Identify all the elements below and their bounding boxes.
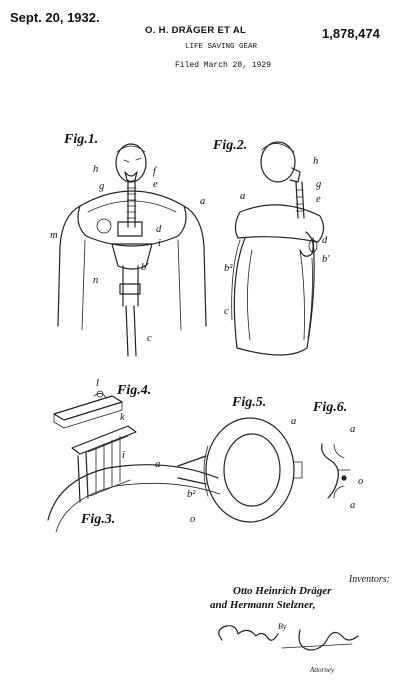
- fig1-drawing: [57, 143, 207, 357]
- fig1-ref: b': [141, 262, 149, 273]
- fig1-label: Fig.1.: [64, 132, 99, 147]
- fig5-ref: b²: [187, 489, 196, 500]
- fig2-ref: h: [313, 156, 319, 167]
- fig6-ref: a: [350, 424, 356, 435]
- fig1-ref: g: [99, 181, 105, 192]
- attorney-signature: [218, 625, 359, 651]
- fig1-ref: h: [93, 164, 99, 175]
- fig2-ref: c: [224, 306, 229, 317]
- fig3-ref: i: [122, 450, 125, 461]
- fig4-ref: k: [120, 412, 125, 423]
- inventor-name-2: and Hermann Stelzner,: [210, 599, 316, 611]
- patent-date: Sept. 20, 1932.: [10, 10, 100, 25]
- fig4-label: Fig.4.: [117, 383, 152, 398]
- fig5-label: Fig.5.: [232, 395, 267, 410]
- fig1-ref: e: [153, 179, 158, 190]
- fig2-ref: d: [322, 235, 328, 246]
- fig6-label: Fig.6.: [313, 400, 348, 415]
- fig3-label: Fig.3.: [81, 512, 116, 527]
- fig6-drawing: [321, 443, 351, 499]
- fig2-ref: b²: [224, 263, 233, 274]
- fig1-ref: a: [200, 196, 206, 207]
- fig5-ref: o: [190, 514, 196, 525]
- fig4-drawing: [53, 390, 123, 429]
- inventor-name-1: Otto Heinrich Dräger: [233, 585, 332, 597]
- fig4-ref: l: [96, 378, 99, 389]
- filing-date: Filed March 28, 1929: [175, 61, 272, 70]
- fig6-ref: o: [358, 476, 364, 487]
- attorney-label: Attorney: [310, 666, 335, 674]
- fig5-drawing: [177, 417, 303, 523]
- by-label: By: [278, 622, 287, 631]
- fig6-ref: a: [350, 500, 356, 511]
- fig1-ref: d: [156, 224, 162, 235]
- patent-inventors-header: O. H. DRÄGER ET AL: [145, 25, 247, 36]
- fig1-ref: n: [93, 275, 99, 286]
- fig2-ref: e: [316, 194, 321, 205]
- fig2-label: Fig.2.: [213, 138, 248, 153]
- fig2-ref: g: [316, 179, 322, 190]
- fig1-ref: i: [158, 238, 161, 249]
- fig3-drawing: [47, 425, 221, 533]
- fig2-drawing: [231, 141, 325, 356]
- fig5-ref: a: [291, 416, 297, 427]
- inventors-heading: Inventors:: [348, 574, 390, 585]
- fig3-ref: a: [155, 459, 161, 470]
- patent-title: LIFE SAVING GEAR: [185, 43, 258, 51]
- fig1-ref: f: [153, 166, 156, 177]
- patent-number: 1,878,474: [322, 26, 380, 41]
- fig2-ref: b': [322, 254, 330, 265]
- fig1-ref: c: [147, 333, 152, 344]
- fig2-ref: a: [240, 191, 246, 202]
- fig1-ref: m: [50, 230, 58, 241]
